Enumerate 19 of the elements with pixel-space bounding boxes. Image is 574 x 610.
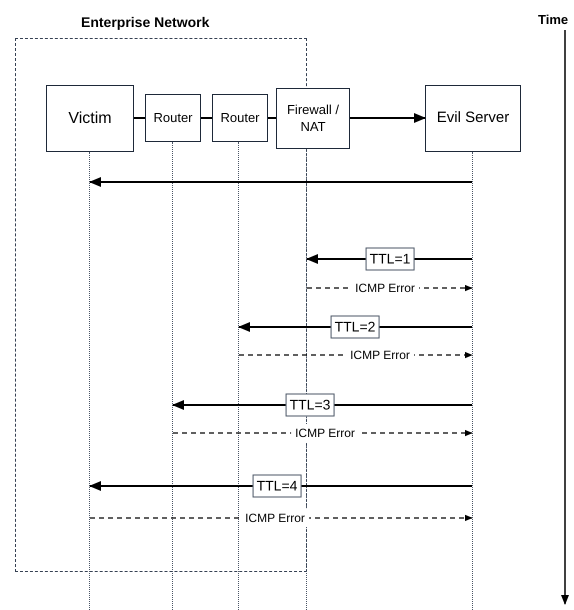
- edge-label: ICMP Error: [241, 509, 309, 527]
- arrow: [89, 177, 472, 187]
- entity-box: Router: [212, 94, 268, 142]
- edge-label: TTL=1: [366, 248, 414, 270]
- edge-label: ICMP Error: [291, 424, 359, 442]
- edge-label: TTL=3: [286, 394, 334, 416]
- entity-box: Evil Server: [425, 85, 521, 152]
- edge-label: TTL=4: [252, 474, 302, 498]
- edge-label: TTL=2: [330, 316, 380, 338]
- lifeline: [89, 152, 90, 610]
- axis-label: Time: [538, 11, 568, 29]
- entity-box: Firewall / NAT: [276, 88, 350, 149]
- lifeline: [238, 142, 239, 610]
- entity-box: Router: [145, 94, 201, 142]
- arrow: [350, 113, 426, 123]
- group-title: Enterprise Network: [81, 13, 210, 32]
- entity-box: Victim: [46, 85, 134, 152]
- lifeline: [472, 152, 473, 610]
- lifeline: [172, 142, 173, 610]
